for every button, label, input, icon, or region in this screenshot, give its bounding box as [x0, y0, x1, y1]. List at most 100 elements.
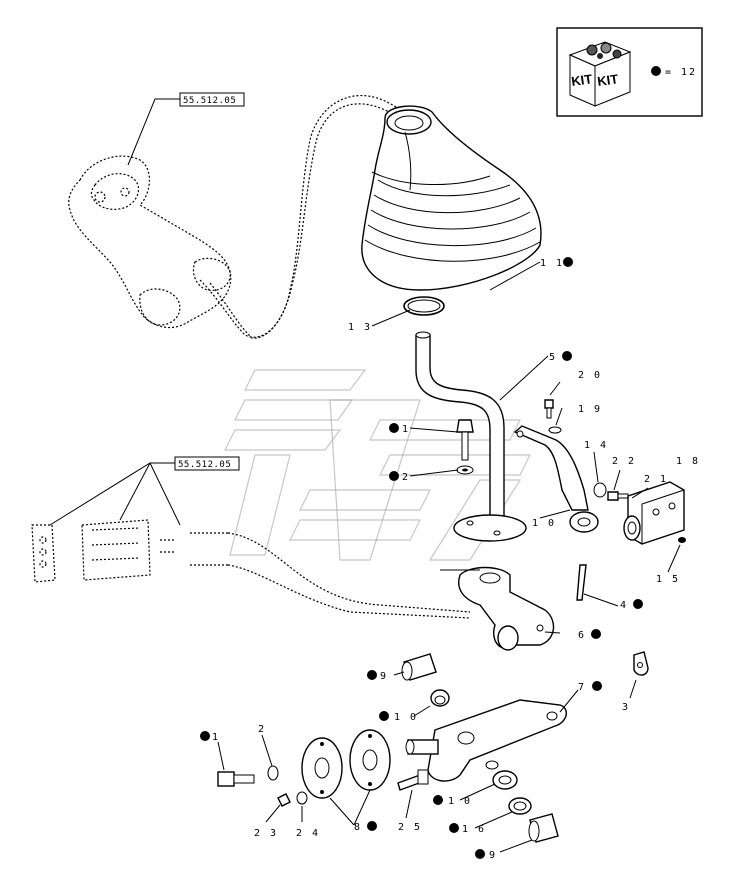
callout-23: 2 3 — [254, 828, 278, 839]
bushing-10-lower — [492, 770, 518, 790]
callout-18-label: 1 8 — [676, 456, 700, 467]
callout-9-lower: 9 — [475, 849, 497, 861]
reference-box-mid: 55.512.05 — [49, 456, 240, 526]
callout-14-label: 1 4 — [584, 440, 608, 451]
callout-2-upper-dot — [389, 471, 399, 481]
rubber-boot — [361, 105, 542, 291]
reference-text-top: 55.512.05 — [183, 96, 236, 106]
kit-legend-text: = 12 — [665, 67, 697, 78]
callout-2-lower: 2 — [258, 724, 266, 735]
callout-4: 4 — [620, 599, 643, 611]
bushing-10-upper — [430, 689, 450, 707]
callout-6-label: 6 — [578, 630, 586, 641]
bushing-upper — [401, 653, 437, 681]
callout-22-label: 2 2 — [612, 456, 636, 467]
reference-text-mid: 55.512.05 — [178, 460, 231, 470]
callout-10-upper-label: 1 0 — [532, 518, 556, 529]
callout-23-label: 2 3 — [254, 828, 278, 839]
callout-14: 1 4 — [584, 440, 608, 451]
callout-25: 2 5 — [398, 822, 422, 833]
callout-1-upper: 1 — [389, 423, 410, 435]
callout-16: 1 6 — [449, 823, 484, 835]
callout-13: 1 3 — [348, 322, 372, 333]
callout-2-lower-label: 2 — [258, 724, 266, 735]
callout-9-lower-dot — [475, 849, 485, 859]
upper-bracket — [513, 425, 599, 533]
callout-3-label: 3 — [622, 702, 630, 713]
kit-bullet-icon — [651, 66, 661, 76]
callout-11: 1 1 — [540, 257, 573, 269]
callout-9-lower-label: 9 — [489, 850, 497, 861]
callout-18: 1 8 — [676, 456, 700, 467]
kit-legend: KIT KIT = 12 — [556, 27, 703, 117]
callout-3: 3 — [622, 702, 630, 713]
joystick-handle-dashed — [68, 94, 401, 339]
mount-bracket — [623, 481, 685, 545]
lower-washer-24 — [296, 791, 308, 805]
callout-8: 8 — [354, 821, 377, 833]
callout-7-label: 7 — [578, 682, 586, 693]
callout-19-label: 1 9 — [578, 404, 602, 415]
callout-11-dot — [563, 257, 573, 267]
callout-1-upper-label: 1 — [402, 424, 410, 435]
callout-6: 6 — [578, 629, 601, 641]
callout-20: 2 0 — [578, 370, 602, 381]
callout-8-dot — [367, 821, 377, 831]
callout-7: 7 — [578, 681, 602, 693]
callout-7-dot — [592, 681, 602, 691]
callout-9-upper: 9 — [367, 670, 388, 682]
callout-5-dot — [562, 351, 572, 361]
kit-box-icon — [568, 41, 632, 107]
callout-16-dot — [449, 823, 459, 833]
callout-10-mid-label: 1 0 — [394, 712, 418, 723]
callout-1-lower-dot — [200, 731, 210, 741]
callout-21: 2 1 — [644, 474, 666, 485]
callout-5: 5 — [549, 351, 572, 363]
bushing-lower — [528, 813, 559, 843]
callouts: 1 1 1 3 5 2 0 1 9 1 2 1 4 2 2 — [200, 257, 700, 861]
lever-rod — [415, 331, 527, 542]
callout-13-label: 1 3 — [348, 322, 372, 333]
callout-24-label: 2 4 — [296, 828, 320, 839]
lower-link — [458, 566, 555, 651]
kit-word-2: KIT — [596, 71, 619, 89]
callout-9-upper-dot — [367, 670, 377, 680]
callout-4-dot — [633, 599, 643, 609]
callout-10-mid-dot — [379, 711, 389, 721]
snap-ring — [403, 296, 445, 316]
leader-lines — [217, 261, 681, 853]
spacer-16 — [508, 797, 532, 815]
callout-2-upper: 2 — [389, 471, 410, 483]
callout-25-label: 2 5 — [398, 822, 422, 833]
callout-15: 1 5 — [656, 574, 678, 585]
callout-19: 1 9 — [578, 404, 602, 415]
callout-1-upper-dot — [389, 423, 399, 433]
lower-bolt-1 — [217, 771, 255, 787]
upper-washer — [456, 465, 474, 475]
callout-4-label: 4 — [620, 600, 628, 611]
callout-24: 2 4 — [296, 828, 320, 839]
callout-11-label: 1 1 — [540, 258, 564, 269]
lower-screw-25 — [397, 769, 429, 791]
callout-22: 2 2 — [612, 456, 636, 467]
callout-10-lower-label: 1 0 — [448, 796, 472, 807]
callout-1-lower-label: 1 — [212, 732, 220, 743]
friction-discs — [301, 729, 391, 799]
callout-8-label: 8 — [354, 822, 362, 833]
callout-10-lower: 1 0 — [433, 795, 472, 807]
upper-bolt — [456, 419, 474, 461]
callout-2-upper-label: 2 — [402, 472, 410, 483]
main-lever — [405, 699, 567, 782]
callout-20-label: 2 0 — [578, 370, 602, 381]
kit-word-1: KIT — [570, 71, 593, 89]
callout-9-upper-label: 9 — [380, 671, 388, 682]
lower-nut-23 — [277, 793, 291, 807]
callout-10-mid: 1 0 — [379, 711, 418, 723]
callout-1-lower: 1 — [200, 731, 220, 743]
callout-6-dot — [591, 629, 601, 639]
callout-10-lower-dot — [433, 795, 443, 805]
lower-washer-2 — [267, 765, 279, 781]
watermark-logo — [224, 369, 531, 561]
